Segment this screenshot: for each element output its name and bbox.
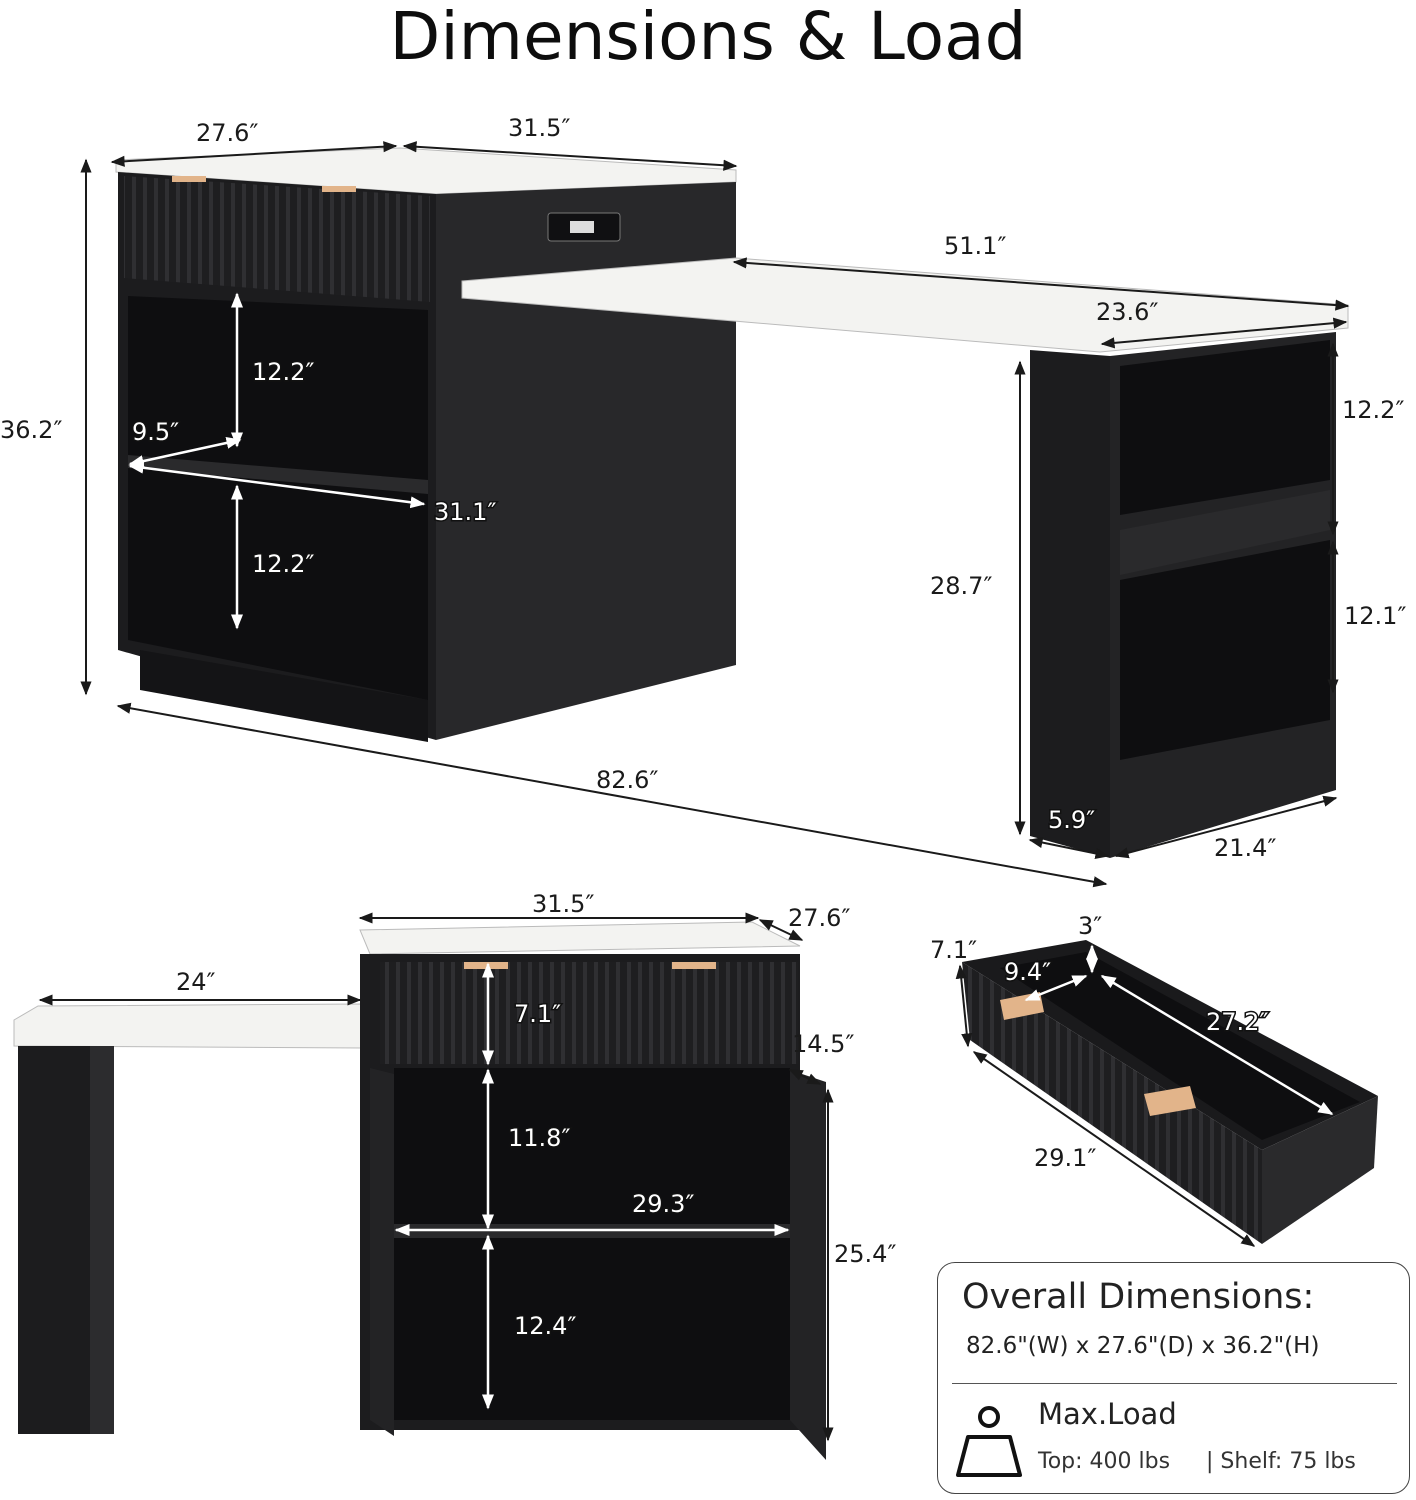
label-side-shelf-lower: 12.1″ (1344, 602, 1406, 630)
label-depth: 27.6″ (788, 904, 850, 932)
label-shelf-lower: 12.2″ (252, 550, 314, 578)
label-leg-height: 28.7″ (930, 572, 992, 600)
cabinet-door-left (370, 1068, 394, 1436)
drawer-handle (464, 962, 508, 969)
label-compartment-lower: 12.4″ (514, 1312, 576, 1340)
main-cabinet (115, 147, 737, 742)
label-compartment-width: 29.3″ (632, 1190, 694, 1218)
shelf-load: | Shelf: 75 lbs (1206, 1449, 1356, 1474)
label-drawer-inner-length: 27.2″ (1206, 1008, 1268, 1036)
summary-dimensions: 82.6"(W) x 27.6"(D) x 36.2"(H) (966, 1333, 1320, 1359)
label-drawer-height: 7.1″ (930, 936, 977, 964)
side-table (13, 1003, 363, 1434)
summary-divider (952, 1383, 1397, 1384)
label-overall-length: 82.6″ (596, 766, 658, 794)
label-drawer-length: 29.1″ (1034, 1144, 1096, 1172)
label-drawer-inner-depth: 9.4″ (1004, 958, 1051, 986)
drawer-handle (672, 962, 716, 969)
label-cabinet-depth: 31.5″ (508, 114, 570, 142)
cabinet-front (359, 921, 826, 1460)
drawer-dimension-lines (955, 944, 1334, 1247)
label-width: 31.5″ (532, 890, 594, 918)
label-door-depth: 14.5″ (792, 1030, 854, 1058)
label-drawer-height: 7.1″ (514, 1000, 561, 1028)
drawer-handle (322, 186, 356, 192)
label-height: 36.2″ (0, 416, 62, 444)
max-load-heading: Max.Load (1038, 1397, 1177, 1431)
weight-icon (956, 1406, 1022, 1477)
label-shelf-upper: 12.2″ (252, 358, 314, 386)
drawer-handle (172, 176, 206, 182)
top-load: Top: 400 lbs (1038, 1449, 1171, 1474)
label-side-shelf-upper: 12.2″ (1342, 396, 1404, 424)
label-table-length: 51.1″ (944, 232, 1006, 260)
page-title: Dimensions & Load (389, 0, 1027, 75)
label-door-height: 25.4″ (834, 1240, 896, 1268)
label-drawer-inner-height: 3″ (1078, 912, 1102, 940)
cabinet-door-right (790, 1070, 826, 1460)
label-cabinet-width: 27.6″ (196, 119, 258, 147)
summary-panel: Overall Dimensions: 82.6"(W) x 27.6"(D) … (937, 1262, 1410, 1494)
bottom-dimension-lines (38, 912, 834, 1442)
top-dimension-lines (80, 141, 1350, 888)
label-leg-width: 5.9″ (1048, 806, 1095, 834)
label-table-width: 24″ (176, 968, 216, 996)
label-shelf-depth: 9.5″ (132, 418, 179, 446)
label-table-depth: 23.6″ (1096, 298, 1158, 326)
label-shelf-width: 31.1″ (434, 498, 496, 526)
label-compartment-upper: 11.8″ (508, 1124, 570, 1152)
label-leg-depth: 21.4″ (1214, 834, 1276, 862)
summary-heading: Overall Dimensions: (962, 1277, 1315, 1317)
